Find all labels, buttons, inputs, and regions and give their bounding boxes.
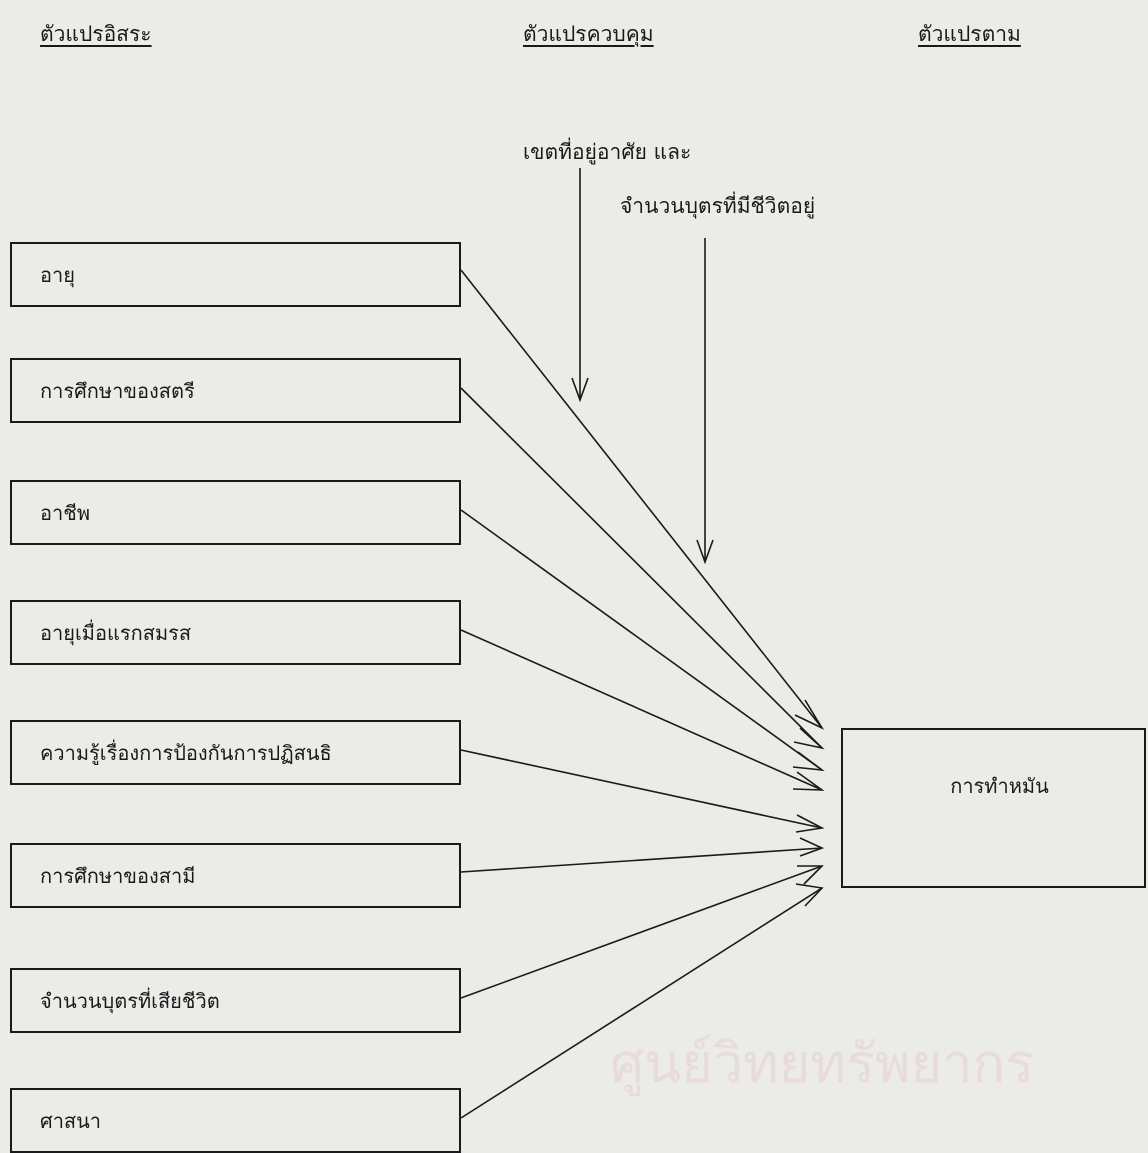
independent-variable-label: อายุ — [40, 262, 75, 287]
independent-variable-label: ความรู้เรื่องการป้องกันการปฏิสนธิ — [40, 740, 332, 765]
independent-variable-box: การศึกษาของสามี — [10, 843, 461, 908]
independent-variable-box: ความรู้เรื่องการป้องกันการปฏิสนธิ — [10, 720, 461, 785]
watermark: ศูนย์วิทยทรัพยากร — [610, 1032, 1035, 1095]
causal-arrow-head — [795, 883, 824, 907]
causal-arrow-head — [792, 751, 825, 772]
dependent-variable-box: การทำหมัน — [841, 728, 1146, 888]
causal-arrow-line — [460, 887, 823, 1119]
causal-arrow-head — [792, 771, 825, 791]
control-arrow-head — [696, 539, 714, 565]
causal-arrow-head — [793, 727, 825, 750]
independent-variable-box: อายุเมื่อแรกสมรส — [10, 600, 461, 665]
causal-arrow-head — [794, 699, 825, 730]
causal-arrow-line — [460, 749, 823, 829]
dependent-variable-label: การทำหมัน — [950, 774, 1049, 798]
independent-variable-box: อายุ — [10, 242, 461, 307]
independent-variable-box: การศึกษาของสตรี — [10, 358, 461, 423]
independent-variable-label: การศึกษาของสตรี — [40, 378, 195, 403]
independent-variable-label: อาชีพ — [40, 500, 90, 525]
causal-arrow-line — [460, 629, 823, 791]
control-variable-residence: เขตที่อยู่อาศัย และ — [523, 140, 692, 164]
causal-arrow-line — [460, 269, 823, 729]
independent-variable-box: จำนวนบุตรที่เสียชีวิต — [10, 968, 461, 1033]
control-variable-living-children: จำนวนบุตรที่มีชีวิตอยู่ — [620, 194, 816, 218]
heading-dependent-variable: ตัวแปรตาม — [918, 22, 1021, 46]
causal-arrow-head — [795, 814, 825, 833]
causal-arrow-line — [460, 865, 823, 999]
independent-variable-label: อายุเมื่อแรกสมรส — [40, 620, 192, 645]
causal-arrow-head — [797, 865, 824, 885]
heading-control-variables: ตัวแปรควบคุม — [523, 22, 654, 46]
causal-arrow-line — [460, 387, 823, 749]
causal-arrow-line — [460, 847, 823, 873]
independent-variable-label: การศึกษาของสามี — [40, 863, 196, 888]
causal-arrow-head — [799, 837, 825, 857]
heading-independent-variables: ตัวแปรอิสระ — [40, 22, 152, 46]
causal-arrow-line — [460, 509, 823, 771]
independent-variable-box: อาชีพ — [10, 480, 461, 545]
control-arrow-head — [571, 377, 589, 403]
independent-variable-label: ศาสนา — [40, 1108, 102, 1133]
independent-variable-label: จำนวนบุตรที่เสียชีวิต — [40, 988, 220, 1013]
